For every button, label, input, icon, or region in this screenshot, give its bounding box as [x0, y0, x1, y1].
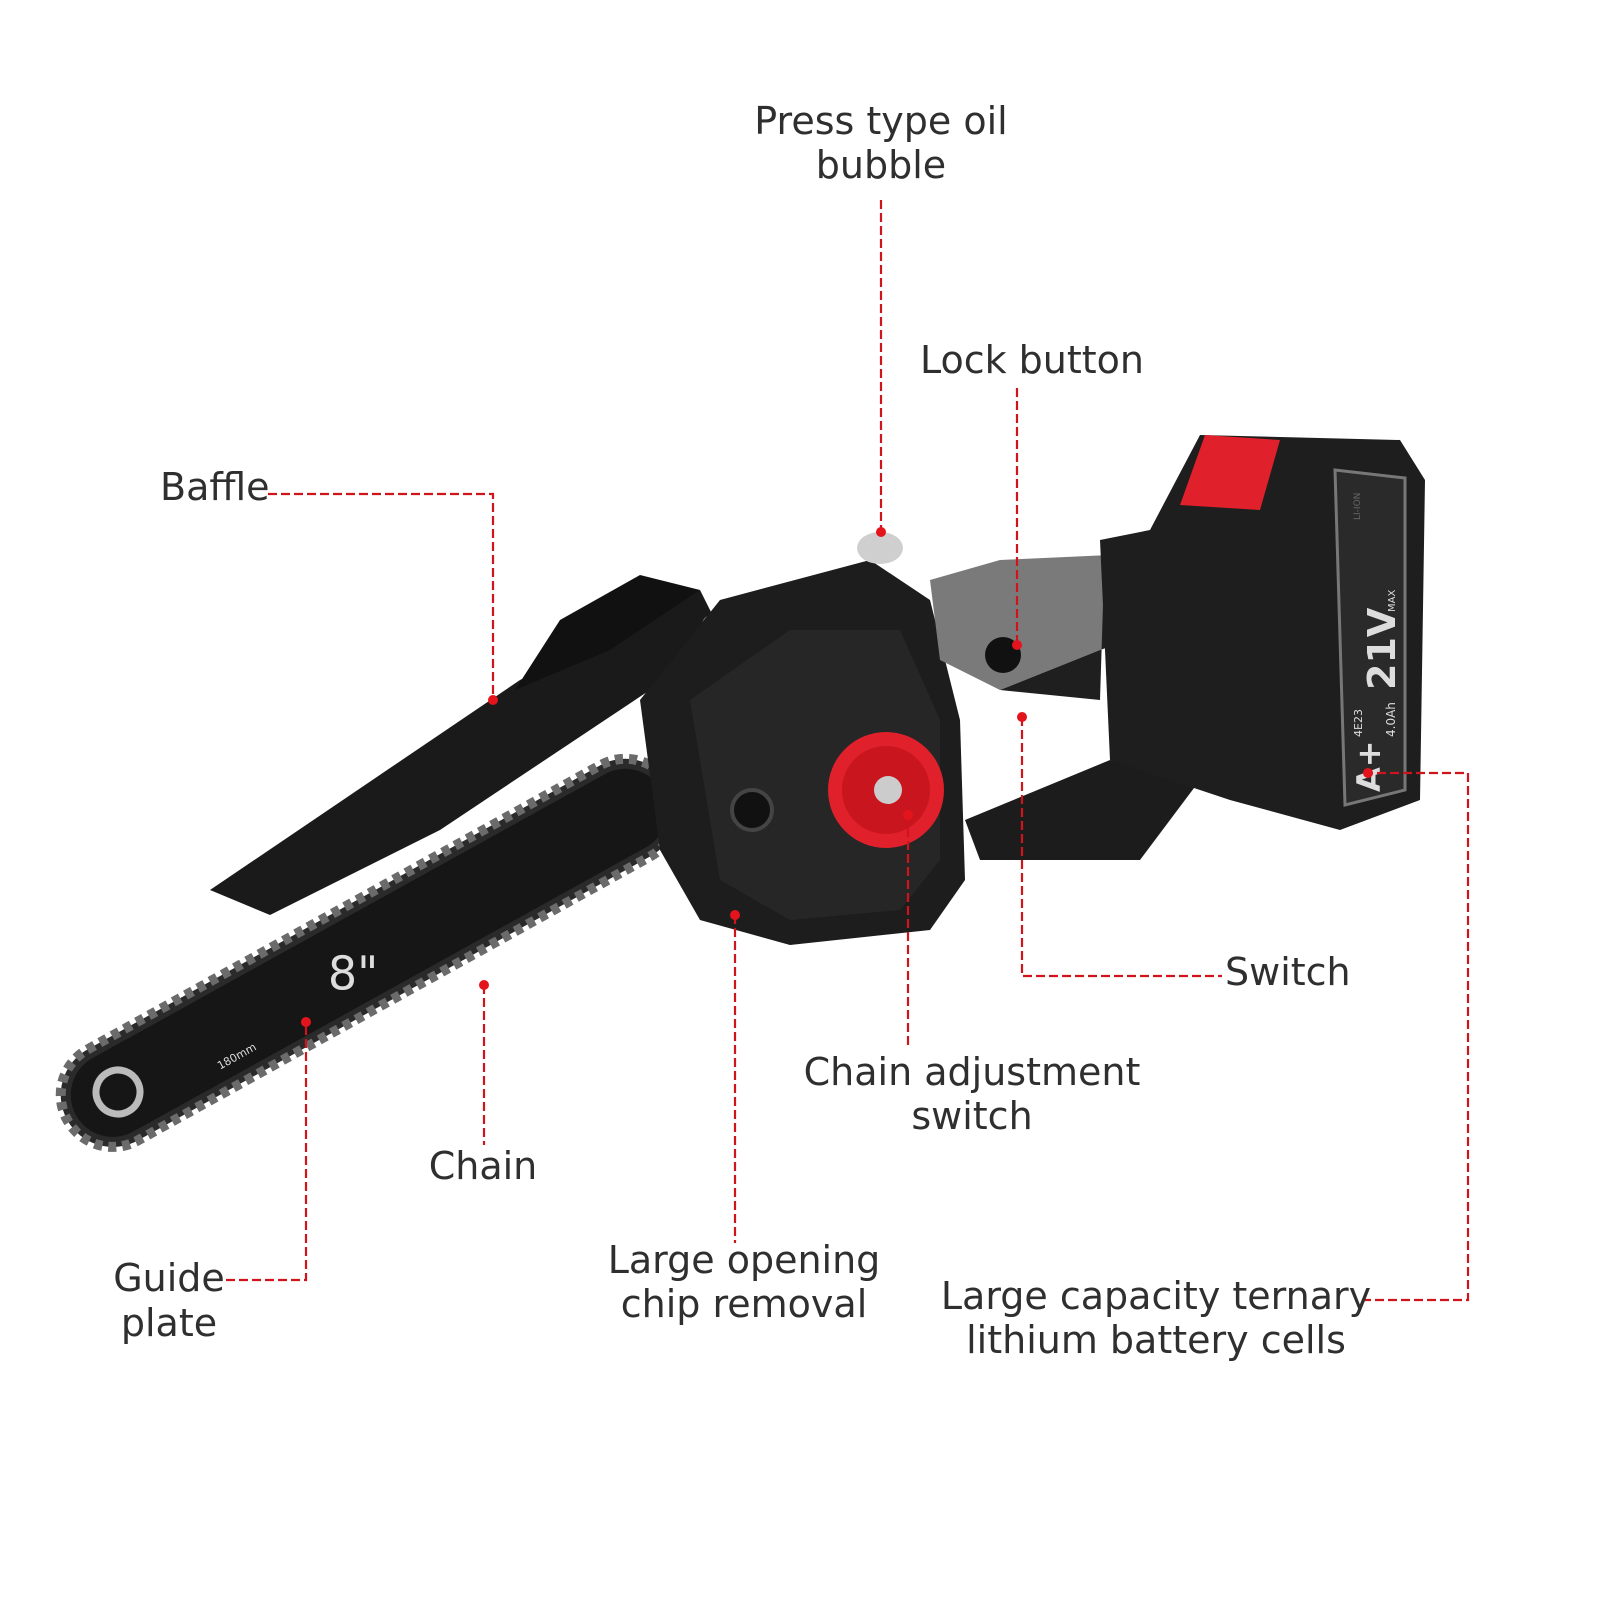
label-chain-adjustment-line1: Chain adjustment: [804, 1050, 1141, 1094]
guide-bar: 8" 180mm: [55, 753, 683, 1152]
label-oil-bubble-line2: bubble: [816, 143, 946, 187]
battery-capacity-marking: 4.0Ah: [1384, 702, 1398, 737]
label-lock-button: Lock button: [920, 338, 1144, 382]
leader-battery-cells: [1362, 771, 1470, 1302]
label-chip-removal-line2: chip removal: [621, 1282, 868, 1326]
chainsaw-illustration: 8" 180mm 21V MAX 4.0Ah 4E23 A+ LI-ION: [55, 435, 1425, 1152]
leader-switch: [1020, 717, 1222, 978]
label-chain: Chain: [429, 1144, 538, 1188]
lock-button: [985, 637, 1021, 673]
leader-lines: [226, 200, 1470, 1302]
label-battery-cells-line2: lithium battery cells: [966, 1318, 1346, 1362]
battery-voltage-max-marking: MAX: [1387, 590, 1398, 612]
label-baffle: Baffle: [160, 465, 269, 509]
lower-handle: [965, 760, 1200, 860]
label-battery-cells-line1: Large capacity ternary: [941, 1274, 1371, 1318]
oil-bubble: [857, 532, 903, 564]
sprocket-icon: [92, 1066, 144, 1118]
label-switch: Switch: [1225, 950, 1351, 994]
battery-release-button: [1180, 435, 1280, 510]
battery-brand-logo: A+: [1350, 740, 1388, 792]
bar-size-marking: 8": [328, 947, 378, 1001]
label-chain-adjustment-line2: switch: [911, 1094, 1032, 1138]
battery-type-marking: LI-ION: [1353, 493, 1363, 520]
label-oil-bubble-line1: Press type oil: [754, 99, 1007, 143]
label-guide-plate-line2: plate: [121, 1301, 217, 1345]
label-guide-plate-line1: Guide: [113, 1256, 225, 1300]
label-chip-removal-line1: Large opening: [608, 1238, 881, 1282]
battery-code-marking: 4E23: [1352, 709, 1365, 737]
callout-labels: Press type oil bubble Lock button Baffle…: [113, 99, 1371, 1362]
battery-voltage-marking: 21V: [1360, 607, 1404, 690]
baffle-cover: [210, 590, 725, 915]
leader-baffle: [268, 492, 495, 700]
leader-guide-plate: [226, 1022, 308, 1282]
